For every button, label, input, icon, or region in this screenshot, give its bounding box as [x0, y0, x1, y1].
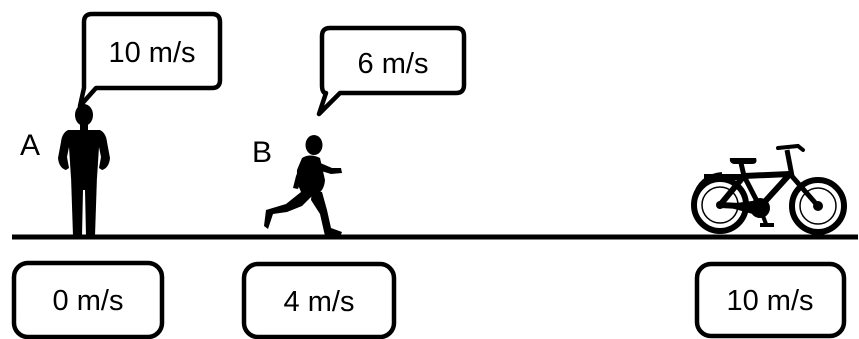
running-person-icon: [264, 135, 342, 237]
speed-box-bicycle-text: 10 m/s: [726, 285, 813, 317]
person-a-label: A: [20, 129, 40, 162]
standing-person-icon: [58, 104, 110, 236]
speech-bubble-b: 6 m/s: [316, 25, 467, 117]
speech-bubble-b-text: 6 m/s: [358, 48, 429, 80]
speech-bubble-a: 10 m/s: [77, 11, 223, 109]
speed-box-b: 4 m/s: [241, 261, 397, 339]
speed-box-a-text: 0 m/s: [53, 285, 124, 317]
bicycle-icon: [691, 143, 847, 235]
speech-bubble-a-text: 10 m/s: [108, 37, 195, 69]
person-b-label: B: [252, 136, 272, 169]
speed-box-b-text: 4 m/s: [284, 286, 355, 318]
speed-box-bicycle: 10 m/s: [694, 261, 847, 339]
speed-box-a: 0 m/s: [11, 260, 165, 339]
